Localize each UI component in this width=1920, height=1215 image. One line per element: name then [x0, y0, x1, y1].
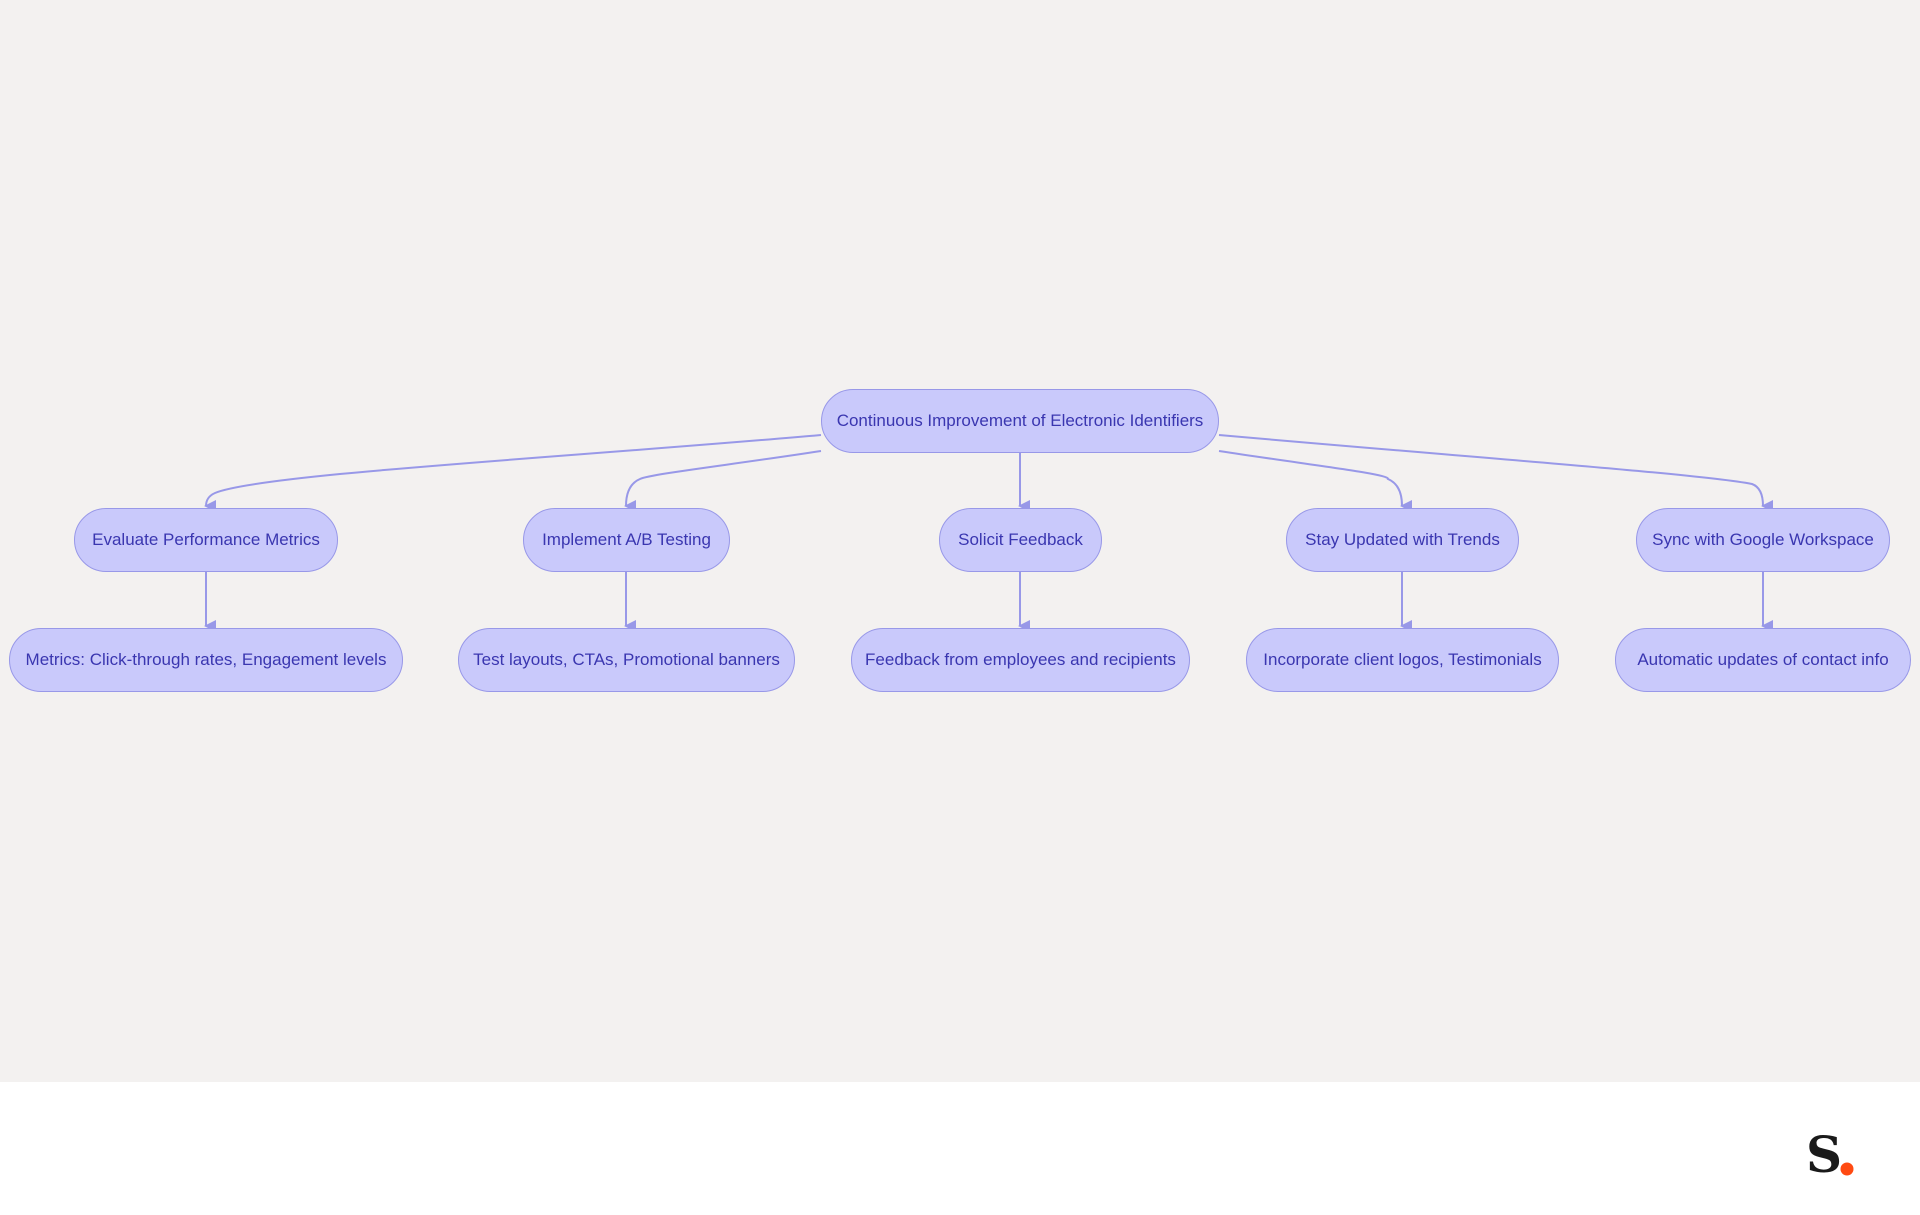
node-solicit-feedback: Solicit Feedback [939, 508, 1102, 572]
node-metrics-detail: Metrics: Click-through rates, Engagement… [9, 628, 403, 692]
node-evaluate-performance-metrics: Evaluate Performance Metrics [74, 508, 338, 572]
node-feedback-detail: Feedback from employees and recipients [851, 628, 1190, 692]
footer-bar [0, 1082, 1920, 1215]
edge-root-to-stay-updated-with-trends [1218, 450, 1413, 512]
node-stay-updated-with-trends: Stay Updated with Trends [1286, 508, 1519, 572]
edge-root-to-sync-with-google-workspace [1218, 434, 1774, 512]
root-node: Continuous Improvement of Electronic Ide… [821, 389, 1219, 453]
edge-root-to-implement-ab-testing [624, 450, 822, 513]
brand-logo-letter: S [1806, 1128, 1842, 1182]
edge-root-to-evaluate-performance-metrics [204, 434, 822, 513]
brand-logo-dot [1840, 1162, 1854, 1176]
node-sync-with-google-workspace: Sync with Google Workspace [1636, 508, 1890, 572]
node-automatic-updates-detail: Automatic updates of contact info [1615, 628, 1911, 692]
node-implement-ab-testing: Implement A/B Testing [523, 508, 730, 572]
edge-layer [204, 434, 1774, 632]
diagram-canvas: Continuous Improvement of Electronic Ide… [0, 0, 1920, 1082]
brand-logo: S [1806, 1128, 1854, 1182]
node-test-layouts-detail: Test layouts, CTAs, Promotional banners [458, 628, 795, 692]
node-incorporate-detail: Incorporate client logos, Testimonials [1246, 628, 1559, 692]
